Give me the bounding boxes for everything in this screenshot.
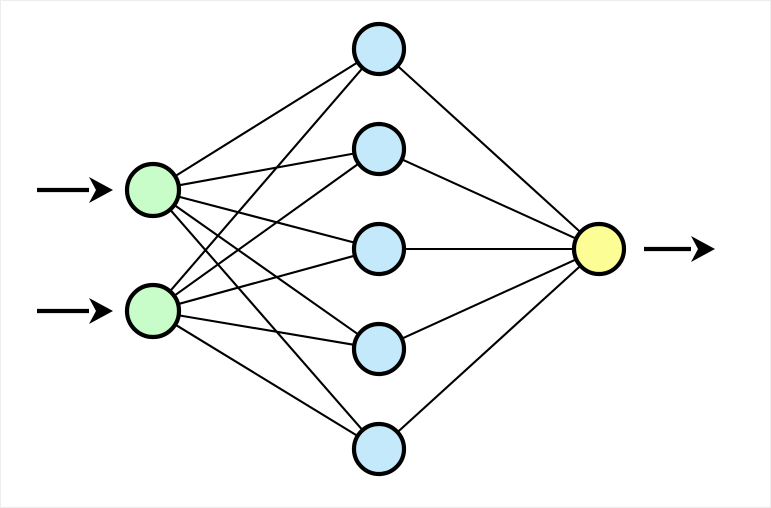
input-arrow-top [37,177,113,203]
edge-i1-to-h2 [176,152,357,187]
node-i2[interactable] [124,282,182,340]
edge-i2-to-h1 [168,65,365,294]
node-h2[interactable] [351,121,407,177]
output-arrow [644,236,715,262]
input-arrow-bottom [37,298,113,324]
node-o1[interactable] [571,221,627,277]
edge-i2-to-h4 [176,314,357,347]
output-arrow-head [691,236,715,262]
edge-h1-to-o1 [395,63,583,235]
edge-i2-to-h3 [175,254,358,306]
edge-layer [168,60,583,438]
input-arrow-bottom-head [89,298,113,324]
edge-h4-to-o1 [399,257,579,341]
node-layer [124,21,627,477]
edge-i2-to-h5 [173,322,360,438]
io-arrow-layer [37,177,715,324]
edge-h5-to-o1 [395,263,583,435]
node-h5[interactable] [351,421,407,477]
node-h4[interactable] [351,321,407,377]
edge-i1-to-h3 [175,195,358,245]
input-arrow-top-head [89,177,113,203]
node-h3[interactable] [351,221,407,277]
node-i1[interactable] [124,161,182,219]
edge-i1-to-h1 [172,60,360,178]
edge-i1-to-h4 [172,203,361,337]
node-h1[interactable] [351,21,407,77]
edge-h2-to-o1 [399,157,579,241]
edge-i2-to-h2 [172,161,361,298]
edge-i1-to-h5 [168,207,365,433]
